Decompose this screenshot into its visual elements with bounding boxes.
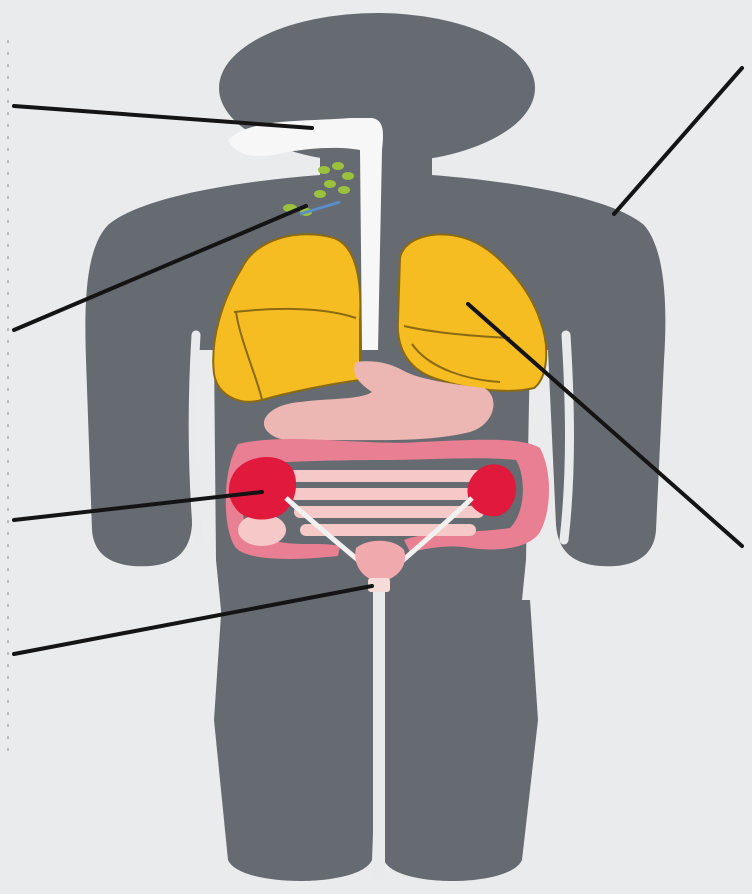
right-arm-gap bbox=[564, 335, 570, 540]
right-leg bbox=[380, 600, 538, 881]
left-arm-gap bbox=[193, 335, 198, 540]
left-leg bbox=[214, 600, 378, 881]
leader-line-skin bbox=[614, 68, 742, 214]
